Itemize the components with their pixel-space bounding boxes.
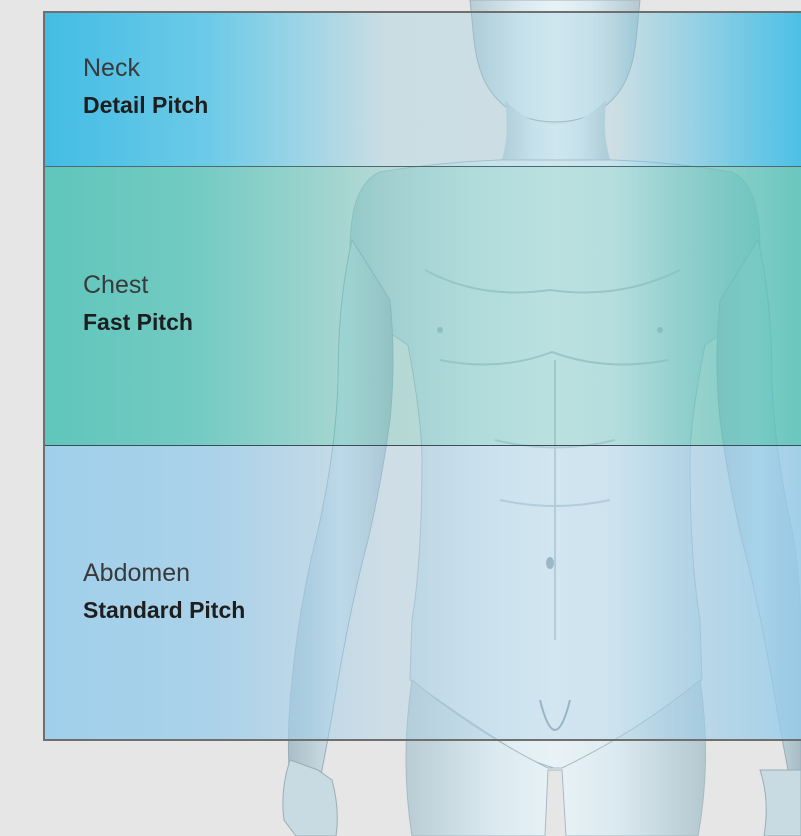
chest-zone-label: Chest Fast Pitch <box>83 268 193 342</box>
abdomen-region-label: Abdomen <box>83 556 245 590</box>
right-hand-shape <box>760 770 801 836</box>
abdomen-zone: Abdomen Standard Pitch <box>45 445 801 739</box>
chest-zone: Chest Fast Pitch <box>45 166 801 445</box>
chest-region-label: Chest <box>83 268 193 302</box>
neck-zone: Neck Detail Pitch <box>45 13 801 166</box>
neck-pitch-label: Detail Pitch <box>83 85 208 125</box>
neck-region-label: Neck <box>83 51 208 85</box>
abdomen-pitch-label: Standard Pitch <box>83 590 245 630</box>
left-hand-shape <box>283 760 337 836</box>
abdomen-zone-label: Abdomen Standard Pitch <box>83 556 245 630</box>
chest-pitch-label: Fast Pitch <box>83 302 193 342</box>
neck-zone-label: Neck Detail Pitch <box>83 51 208 125</box>
